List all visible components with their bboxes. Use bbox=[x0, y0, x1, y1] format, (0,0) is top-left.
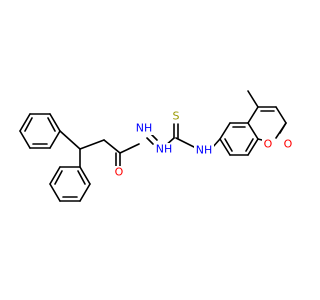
lactone-oxygen-atom: O bbox=[282, 138, 294, 151]
lactone-oxygen-label: O bbox=[284, 138, 293, 151]
thione-sulfur-label: S bbox=[173, 110, 180, 123]
coumarin-benzene-ring bbox=[219, 122, 259, 156]
molecule-structure-diagram: O NH NH S NH O O bbox=[19, 90, 294, 202]
atom-label-layer: O NH NH S NH O O bbox=[113, 110, 294, 179]
hydrazide-nh-1-atom: NH bbox=[134, 122, 154, 135]
ring-oxygen-label: O bbox=[264, 138, 273, 151]
thiourea-nh-atom: NH bbox=[194, 144, 214, 157]
carbonyl-oxygen-atom: O bbox=[113, 166, 125, 179]
carbonyl-oxygen-label: O bbox=[115, 166, 124, 179]
upper-phenyl-ring bbox=[19, 113, 61, 149]
hydrazide-nh-2-atom: NH bbox=[154, 143, 174, 156]
hydrazide-nh-2-label: NH bbox=[156, 143, 173, 156]
coumarin-pyranone-ring bbox=[247, 90, 287, 143]
lower-phenyl-ring bbox=[49, 166, 91, 202]
thiourea-nh-label: NH bbox=[196, 144, 213, 157]
ring-oxygen-atom: O bbox=[262, 138, 274, 151]
bond-layer bbox=[19, 90, 287, 202]
linker-chain bbox=[59, 123, 221, 169]
hydrazide-nh-1-label: NH bbox=[136, 122, 153, 135]
thione-sulfur-atom: S bbox=[170, 110, 182, 123]
